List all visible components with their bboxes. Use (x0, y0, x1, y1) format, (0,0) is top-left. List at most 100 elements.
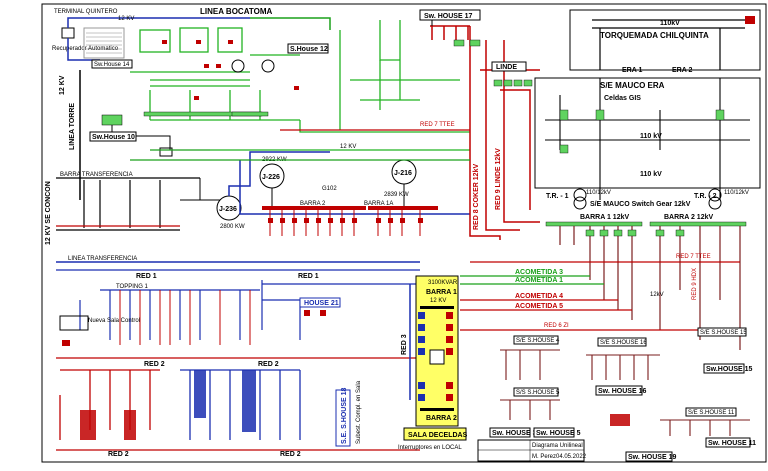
swh16-label: Sw. HOUSE 16 (598, 388, 646, 395)
red9-hdx-label: RED 9 HDX (692, 268, 698, 300)
sh11-label: S/E S.HOUSE 11 (688, 410, 735, 416)
sw10-bus (101, 114, 123, 126)
sh15-box (697, 327, 747, 337)
acometida1-label: ACOMETIDA 1 (515, 277, 563, 284)
sh16-box (597, 337, 647, 347)
barra1a-bus (368, 206, 438, 210)
terminal-quintero-label: TERMINAL QUINTERO (54, 9, 118, 15)
recuperador-box (61, 27, 75, 39)
barra1-kv-label: 12 KV (430, 298, 446, 304)
sala-celdas-title-box (403, 427, 467, 441)
red8-coker-label: RED 8 COKER 12kV (473, 164, 480, 230)
sh4-label: S/E S.HOUSE 4 (516, 338, 560, 344)
red9-linde-label: RED 9 LINDE 12kV (495, 148, 502, 210)
sh16-label: S/E S.HOUSE 16 (600, 340, 647, 346)
sh5-box (513, 387, 559, 397)
ttee-box (83, 27, 125, 59)
kvar-label: 3100KVAR (428, 280, 458, 286)
swh19-box (625, 451, 673, 462)
topping-label: TOPPING 1 (116, 284, 149, 290)
tr1-coil-b (573, 196, 587, 210)
sg-barra1 (545, 221, 643, 227)
era2-label: ERA 2 (672, 67, 692, 74)
sw-house-10-label: Sw.House 10 (92, 134, 135, 141)
kv-label-torre: 12 KV (59, 75, 66, 95)
acometidas (460, 275, 632, 311)
red2-label-a: RED 2 (144, 361, 165, 368)
red7-ttee-label-top: RED 7 TTEE (420, 122, 455, 128)
linea-bocatoma-label: LINEA BOCATOMA (200, 7, 273, 16)
kv12-acometida-label: 12kV (650, 292, 664, 298)
bocatoma-feeders (130, 20, 470, 151)
kv110-label-mid: 110 kV (640, 133, 662, 140)
j216-kw: 2839 KW (384, 192, 409, 198)
switch-gear-label: S/E MAUCO Switch Gear 12kV (590, 201, 691, 208)
frame-border (41, 3, 767, 463)
tr1-ratio: 110/12kV (586, 190, 611, 196)
sw-house-17-label: Sw. HOUSE 17 (424, 13, 472, 20)
titleblock-date: 04.05.2022 (556, 454, 587, 460)
tr1-label: T.R. - 1 (546, 193, 569, 200)
kv110-label-top: 110kV (660, 20, 680, 27)
sh5-label: S/S S.HOUSE 5 (516, 390, 560, 396)
linde-box (491, 61, 527, 72)
sw-house-17-box (419, 9, 481, 21)
interruptores-label: Interruptores en LOCAL (398, 445, 462, 451)
red2-network (56, 357, 420, 451)
feeder-breakers (268, 218, 423, 223)
swh15-box (703, 363, 745, 374)
breaker-markers (162, 40, 299, 100)
titleblock-name: Diagrama Unilineal (532, 443, 583, 449)
swh19-label: Sw. HOUSE 19 (628, 454, 676, 461)
sg-barra2 (649, 221, 747, 227)
gen-bocatoma (261, 59, 275, 73)
j236-kw: 2800 KW (220, 224, 245, 230)
red7-ttee-label-right: RED 7 TTEE (676, 254, 711, 260)
house18-label: S.E. S.HOUSE 18 (341, 387, 348, 444)
barra-transferencia-label: BARRA TRANSFERENCIA (60, 172, 133, 178)
s-house-12-box (287, 43, 329, 54)
barra2-top-label: BARRA 2 (300, 201, 326, 207)
j226-label: J-226 (262, 174, 280, 181)
era1-label: ERA 1 (622, 67, 642, 74)
swh5-box (533, 427, 575, 438)
acometida4-label: ACOMETIDA 4 (515, 293, 563, 300)
kv12-label-green: 12 KV (340, 144, 356, 150)
j216-label: J-216 (394, 170, 412, 177)
sw-house-14-label: Sw.House 14 (94, 62, 130, 68)
kv110-label-low: 110 kV (640, 171, 662, 178)
sg-barra2-label: BARRA 2 12kV (664, 214, 713, 221)
nueva-sala-label: Nueva Sala Control (88, 318, 140, 324)
kv-se-concon-label: 12 KV SE CONCON (45, 181, 52, 245)
house18-box (335, 389, 351, 447)
sala-breakers (418, 312, 425, 401)
red2-label-c: RED 2 (108, 451, 129, 458)
sh11-box (685, 407, 737, 417)
bateria-label: Subest. Compl. en Sala (356, 380, 362, 444)
swh11-label: Sw. HOUSE 11 (708, 440, 756, 447)
red1-network (79, 280, 420, 340)
acometida5-label: ACOMETIDA 5 (515, 303, 563, 310)
sh15-label: S/E S.HOUSE 15 (700, 330, 747, 336)
swh15-label: Sw.HOUSE 15 (706, 366, 753, 373)
torquemada-label: TORQUEMADA CHILQUINTA (600, 31, 709, 40)
tr2-label: T.R. - 2 (694, 193, 717, 200)
g102-label: G102 (322, 186, 337, 192)
linea-transferencia-label: LINEA TRANSFERENCIA (68, 256, 137, 262)
titleblock-author: M. Perez (532, 454, 556, 460)
tr2-coil-a (708, 188, 722, 202)
red1-label-mid: RED 1 (298, 273, 319, 280)
swh3-box (489, 427, 531, 438)
acometida3-label: ACOMETIDA 3 (515, 269, 563, 276)
recuperador-label: Recuperador Automatico (52, 46, 119, 52)
red6-zi-label: RED 6 ZI (544, 323, 569, 329)
swh16-box (595, 385, 643, 396)
switchgear-drops (559, 226, 741, 350)
j236-label: J-236 (219, 206, 237, 213)
red2-label-b: RED 2 (258, 361, 279, 368)
house17-feeders (430, 25, 540, 240)
s-house-12-label: S.House 12 (290, 46, 328, 53)
mauco-era-box (534, 77, 761, 189)
